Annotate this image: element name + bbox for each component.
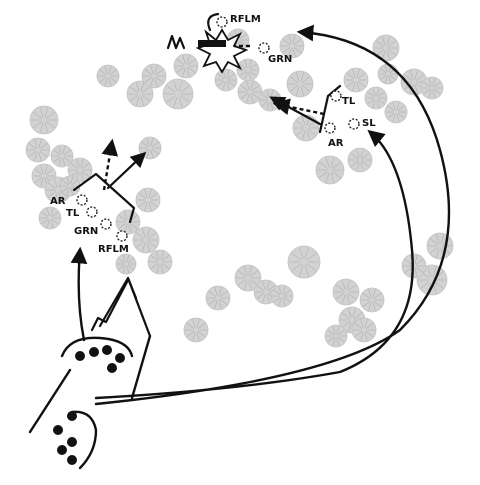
west-fire-arrow-dashed <box>101 138 119 191</box>
tree-canopy-icon <box>67 157 93 183</box>
position-marker <box>348 118 360 130</box>
west-fire-arrow-solid <box>106 151 147 190</box>
tree-canopy-icon <box>315 155 345 185</box>
explosion-icon <box>195 28 249 74</box>
tree-canopy-icon <box>287 245 321 279</box>
tree-canopy-icon <box>147 249 173 275</box>
soldier-icon <box>75 351 85 361</box>
label-east-tl: TL <box>342 96 356 107</box>
tree-canopy-icon <box>286 70 314 98</box>
tree-canopy-icon <box>29 105 59 135</box>
west-team-front <box>72 172 136 224</box>
tree-canopy-icon <box>132 226 160 254</box>
label-obj-rflm: RFLM <box>230 14 261 25</box>
tree-canopy-icon <box>38 206 62 230</box>
tree-canopy-icon <box>292 114 320 142</box>
label-west-tl: TL <box>66 208 80 219</box>
support-lobe-upper <box>60 336 134 358</box>
tree-canopy-icon <box>364 86 388 110</box>
position-marker <box>330 90 342 102</box>
tree-canopy-icon <box>270 284 294 308</box>
east-team: TL AR SL <box>269 84 376 149</box>
route-to-objective <box>94 24 451 406</box>
soldier-icon <box>53 425 63 435</box>
tree-canopy-icon <box>324 324 348 348</box>
tree-canopy-icon <box>59 175 81 197</box>
grass-icon <box>166 34 186 50</box>
assault-arrow-shaft <box>130 334 152 400</box>
soldier-icon <box>57 445 67 455</box>
tree-canopy-icon <box>214 68 238 92</box>
tree-canopy-icon <box>162 78 194 110</box>
position-marker <box>100 218 112 230</box>
position-marker <box>116 230 128 242</box>
label-west-grn: GRN <box>74 226 98 237</box>
label-east-ar: AR <box>328 138 344 149</box>
position-marker <box>216 16 228 28</box>
assault-arrow-tip <box>126 276 138 300</box>
tree-canopy-icon <box>359 287 385 313</box>
soldier-icon <box>115 353 125 363</box>
label-obj-grn: GRN <box>268 54 292 65</box>
tree-canopy-icon <box>372 34 400 62</box>
soldier-icon <box>107 363 117 373</box>
west-team: AR TL GRN RFLM <box>50 138 147 255</box>
tree-canopy-icon <box>332 278 360 306</box>
label-west-ar: AR <box>50 196 66 207</box>
tree-canopy-icon <box>347 147 373 173</box>
position-marker <box>324 122 336 134</box>
tree-canopy-icon <box>426 232 454 260</box>
soldier-icon <box>67 411 77 421</box>
tree-canopy-icon <box>384 100 408 124</box>
tree-canopy-icon <box>351 317 377 343</box>
enemy-position <box>198 40 226 47</box>
tree-canopy-icon <box>115 209 141 235</box>
tree-canopy-icon <box>343 67 369 93</box>
tree-canopy-icon <box>183 317 209 343</box>
soldier-icon <box>67 437 77 447</box>
tree-canopy-icon <box>25 137 51 163</box>
tree-canopy-icon <box>126 80 154 108</box>
tree-canopy-icon <box>173 53 199 79</box>
route-to-west-team <box>70 246 88 342</box>
position-marker <box>258 42 270 54</box>
east-fire-arrow-dashed <box>272 98 325 116</box>
tree-canopy-icon <box>135 187 161 213</box>
label-west-rflm: RFLM <box>98 244 129 255</box>
soldier-icon <box>89 347 99 357</box>
base-element <box>28 336 134 470</box>
tree-canopy-icon <box>96 64 120 88</box>
east-team-front <box>318 84 342 134</box>
tree-canopy-icon <box>50 144 74 168</box>
objective-maneuver-arrow <box>207 12 220 32</box>
movement-routes <box>70 24 451 406</box>
tree-canopy-icon <box>237 79 263 105</box>
tree-canopy-icon <box>377 63 399 85</box>
position-marker <box>76 194 88 206</box>
objective: RFLM GRN <box>166 12 292 74</box>
soldier-icon <box>102 345 112 355</box>
vegetation-layer <box>25 28 454 348</box>
lobe-divider <box>28 368 72 434</box>
tree-canopy-icon <box>115 253 137 275</box>
tree-canopy-icon <box>401 253 427 279</box>
tree-canopy-icon <box>234 264 262 292</box>
tree-canopy-icon <box>420 76 444 100</box>
position-marker <box>86 206 98 218</box>
tree-canopy-icon <box>236 58 260 82</box>
tree-canopy-icon <box>205 285 231 311</box>
assault-arrow-outline <box>90 278 130 332</box>
support-lobe-lower <box>70 410 98 470</box>
tree-canopy-icon <box>141 63 167 89</box>
soldier-icon <box>67 455 77 465</box>
label-east-sl: SL <box>362 118 376 129</box>
